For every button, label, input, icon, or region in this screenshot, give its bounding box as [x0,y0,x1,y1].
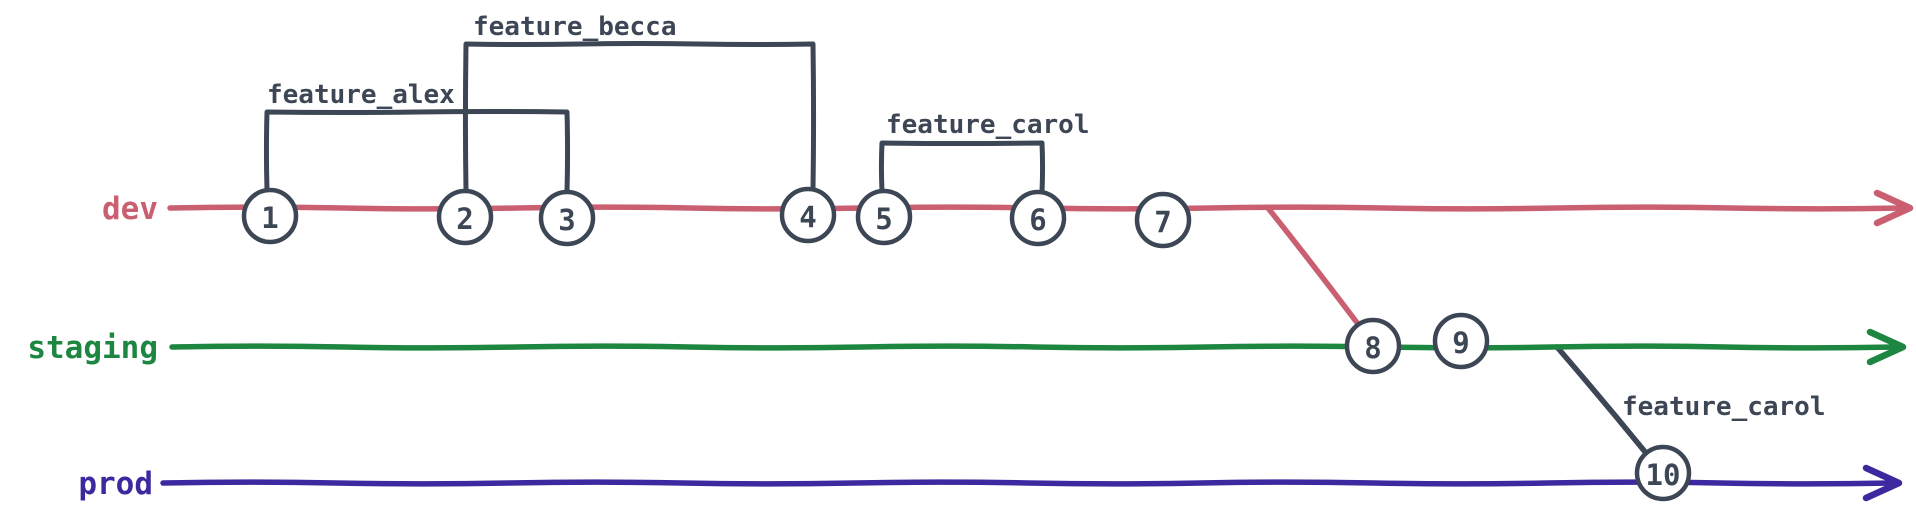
feature-label-staging-to-10: feature_carol [1622,392,1826,422]
merge-link-staging-to-10 [1554,344,1649,456]
commit-node-4 [779,186,837,244]
commit-number-1: 1 [261,201,278,235]
commit-number-9: 9 [1452,326,1469,360]
feature-label-carol: feature_carol [886,110,1090,140]
commit-number-7: 7 [1154,205,1171,239]
commit-number-2: 2 [456,202,473,236]
merge-link-dev-to-8 [1265,205,1361,327]
commit-node-9 [1432,312,1490,370]
commit-node-8 [1344,317,1402,375]
feature-bracket-alex [263,108,571,195]
branch-line-staging [169,343,1900,351]
commit-node-6 [1009,189,1067,247]
commit-node-5 [855,188,913,246]
feature-label-becca: feature_becca [473,12,677,42]
arrow-right-icon-dev [1873,189,1914,227]
branch-label-staging: staging [27,330,158,366]
commit-number-8: 8 [1364,331,1381,365]
commit-number-10: 10 [1646,458,1681,492]
arrow-right-icon-staging [1866,328,1907,366]
commit-number-3: 3 [558,203,575,237]
commit-number-4: 4 [799,200,816,234]
commit-node-1 [241,187,299,245]
commit-node-7 [1134,191,1192,249]
commit-number-6: 6 [1029,203,1046,237]
commit-node-2 [436,188,494,246]
arrow-right-icon-prod [1862,464,1903,502]
commit-node-10 [1634,444,1692,502]
branch-label-dev: dev [102,191,158,227]
branch-line-prod [160,479,1896,487]
feature-label-alex: feature_alex [267,80,455,110]
feature-bracket-carol [878,140,1046,195]
commit-node-3 [538,189,596,247]
feature-bracket-becca [462,40,817,194]
branch-label-prod: prod [78,466,153,502]
commit-number-5: 5 [875,202,892,236]
